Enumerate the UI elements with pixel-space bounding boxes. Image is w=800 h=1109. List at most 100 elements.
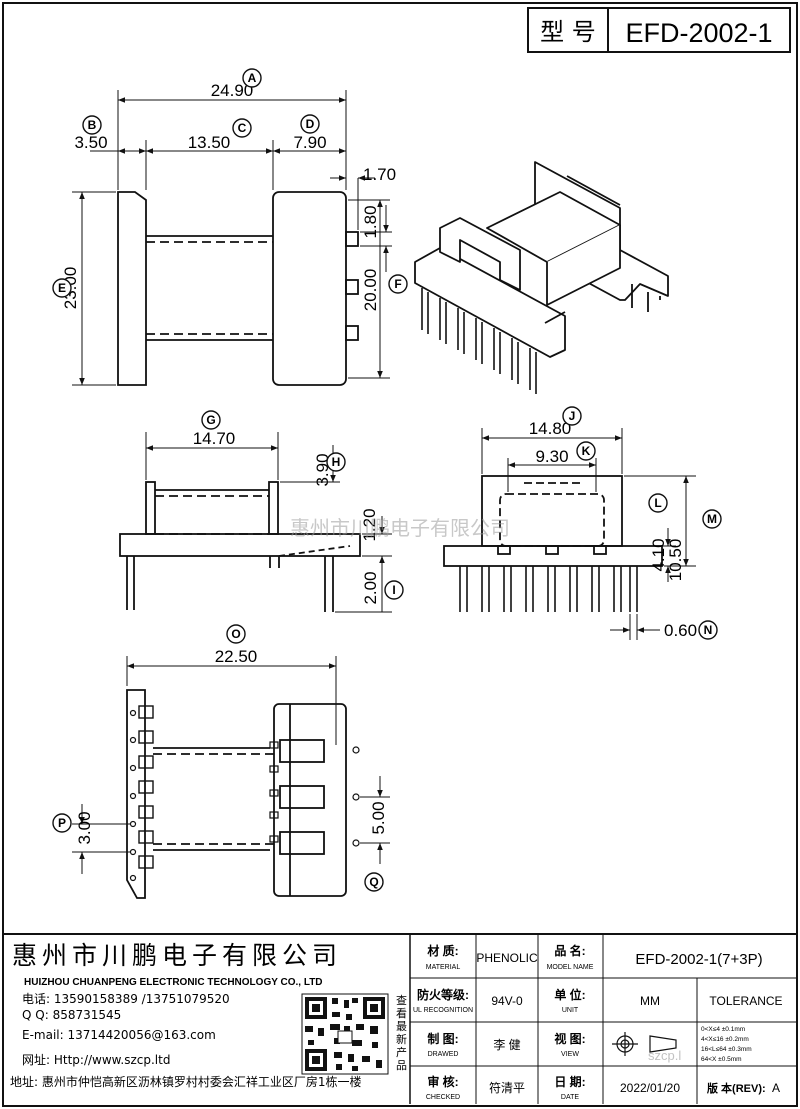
label-circles-front (562, 406, 722, 640)
drawn-value: 李 健 (493, 1037, 520, 1052)
dim-A-value: 24.90 (211, 81, 254, 100)
date-label-en: DATE (561, 1094, 579, 1101)
label-D: D (306, 117, 315, 131)
drawn-label-en: DRAWED (428, 1051, 459, 1058)
watermark: 惠州市川鹏电子有限公司 (290, 516, 510, 540)
label-A: A (248, 71, 257, 85)
front-view-texts: 14.80 9.30 10.50 4.10 0.60 (529, 419, 697, 640)
dim-F-value: 20.00 (361, 269, 380, 312)
site-watermark: szcp.l (648, 1048, 681, 1063)
side-view (119, 481, 361, 612)
ul-label-cn: 防火等级: (417, 987, 469, 1002)
dim-M-value: 10.50 (666, 539, 685, 582)
projection-symbol-icon (612, 1032, 677, 1056)
bottom-view-texts: 22.50 3.00 5.00 (75, 647, 388, 845)
unit-label-en: UNIT (562, 1007, 579, 1014)
front-view (443, 475, 663, 612)
company-address: 地址: 惠州市仲恺高新区沥林镇罗村村委会汇祥工业区厂房1栋一楼 (10, 1074, 362, 1089)
dim-P-value: 3.00 (75, 811, 94, 844)
bottom-view-dimensions (72, 656, 390, 874)
ul-value: 94V-0 (491, 994, 523, 1008)
model-number: EFD-2002-1 (625, 18, 772, 48)
view-label-cn: 视 图: (554, 1031, 585, 1046)
label-circles-top (52, 68, 408, 298)
checked-label-cn: 审 核: (427, 1074, 458, 1089)
checked-label-en: CHECKED (426, 1094, 460, 1101)
label-I: I (392, 583, 395, 597)
material-label-en: MATERIAL (426, 964, 461, 971)
label-E: E (58, 281, 66, 295)
dim-C-value: 13.50 (188, 133, 231, 152)
label-Q: Q (369, 875, 378, 889)
bottom-view (126, 689, 360, 899)
label-circles-bottom (52, 624, 384, 892)
tolerance-line-3: 16<L≤64 ±0.3mm (701, 1046, 752, 1053)
model-name-value: EFD-2002-1(7+3P) (635, 951, 762, 968)
label-letters-bottom: O P Q (58, 627, 379, 889)
checked-value: 符清平 (489, 1080, 525, 1095)
dim-H2-value: 1.20 (360, 508, 379, 541)
qr-code (301, 993, 389, 1075)
dim-N-value: 0.60 (664, 621, 697, 640)
label-K: K (582, 444, 591, 458)
label-letters-top: A B C D E F (58, 71, 402, 295)
label-letters-side: G H I (206, 413, 395, 597)
model-label-cn: 品 名: (554, 943, 585, 958)
dim-I-value: 2.00 (361, 571, 380, 604)
label-B: B (88, 118, 97, 132)
material-value: PHENOLIC (476, 951, 538, 965)
top-view (117, 191, 359, 386)
label-G: G (206, 413, 215, 427)
isometric-view (414, 161, 669, 394)
company-name-cn: 惠州市川鹏电子有限公司 (12, 941, 342, 970)
label-C: C (238, 121, 247, 135)
unit-value: MM (640, 994, 660, 1008)
label-J: J (569, 409, 576, 423)
ul-label-en: UL RECOGNITION (413, 1007, 473, 1014)
tolerance-line-1: 0<X≤4 ±0.1mm (701, 1026, 745, 1033)
dim-J-value: 14.80 (529, 419, 572, 438)
label-H: H (332, 455, 341, 469)
revision-label: 版 本(REV): (707, 1081, 766, 1095)
dim-F1-value: 1.70 (363, 165, 396, 184)
dim-D-value: 7.90 (293, 133, 326, 152)
title-block-cells: 材 质: MATERIAL PHENOLIC 品 名: MODEL NAME E… (413, 943, 783, 1101)
model-label-en: MODEL NAME (547, 964, 594, 971)
company-website: 网址: Http://www.szcp.ltd (22, 1053, 170, 1067)
front-view-dimensions (481, 428, 696, 640)
unit-label-cn: 单 位: (554, 987, 585, 1002)
label-letters-front: J K L M N (569, 409, 717, 637)
type-label: 型 号 (540, 18, 596, 46)
label-F: F (394, 277, 401, 291)
dim-F2-value: 1.80 (361, 205, 380, 238)
company-qq: Q Q: 858731545 (22, 1008, 121, 1022)
material-label-cn: 材 质: (426, 943, 458, 958)
dim-B-value: 3.50 (74, 133, 107, 152)
qr-caption-text: 查看最新产品 (396, 993, 407, 1072)
top-view-dimensions (72, 90, 392, 386)
top-view-texts: 24.90 3.50 13.50 7.90 1.70 1.80 23.00 20… (61, 81, 396, 311)
dim-G-value: 14.70 (193, 429, 236, 448)
company-email: E-mail: 13714420056@163.com (22, 1028, 216, 1042)
view-label-en: VIEW (561, 1051, 579, 1058)
qr-caption: 查看最新产品 (396, 993, 407, 1072)
label-O: O (231, 627, 240, 641)
label-P: P (58, 816, 66, 830)
tolerance-label: TOLERANCE (709, 994, 782, 1008)
label-N: N (704, 623, 713, 637)
title-block (4, 933, 796, 1104)
date-label-cn: 日 期: (554, 1074, 585, 1089)
tolerance-line-2: 4<X≤16 ±0.2mm (701, 1036, 749, 1043)
dim-O-value: 22.50 (215, 647, 258, 666)
dim-K-value: 9.30 (535, 447, 568, 466)
label-M: M (707, 512, 717, 526)
company-info: 惠州市川鹏电子有限公司 HUIZHOU CHUANPENG ELECTRONIC… (10, 941, 362, 1089)
revision-value: A (772, 1081, 780, 1095)
company-name-en: HUIZHOU CHUANPENG ELECTRONIC TECHNOLOGY … (24, 977, 323, 988)
dim-Q-value: 5.00 (369, 801, 388, 834)
drawn-label-cn: 制 图: (427, 1031, 458, 1046)
label-L: L (654, 496, 661, 510)
side-view-texts: 14.70 3.90 1.20 2.00 (193, 429, 380, 605)
